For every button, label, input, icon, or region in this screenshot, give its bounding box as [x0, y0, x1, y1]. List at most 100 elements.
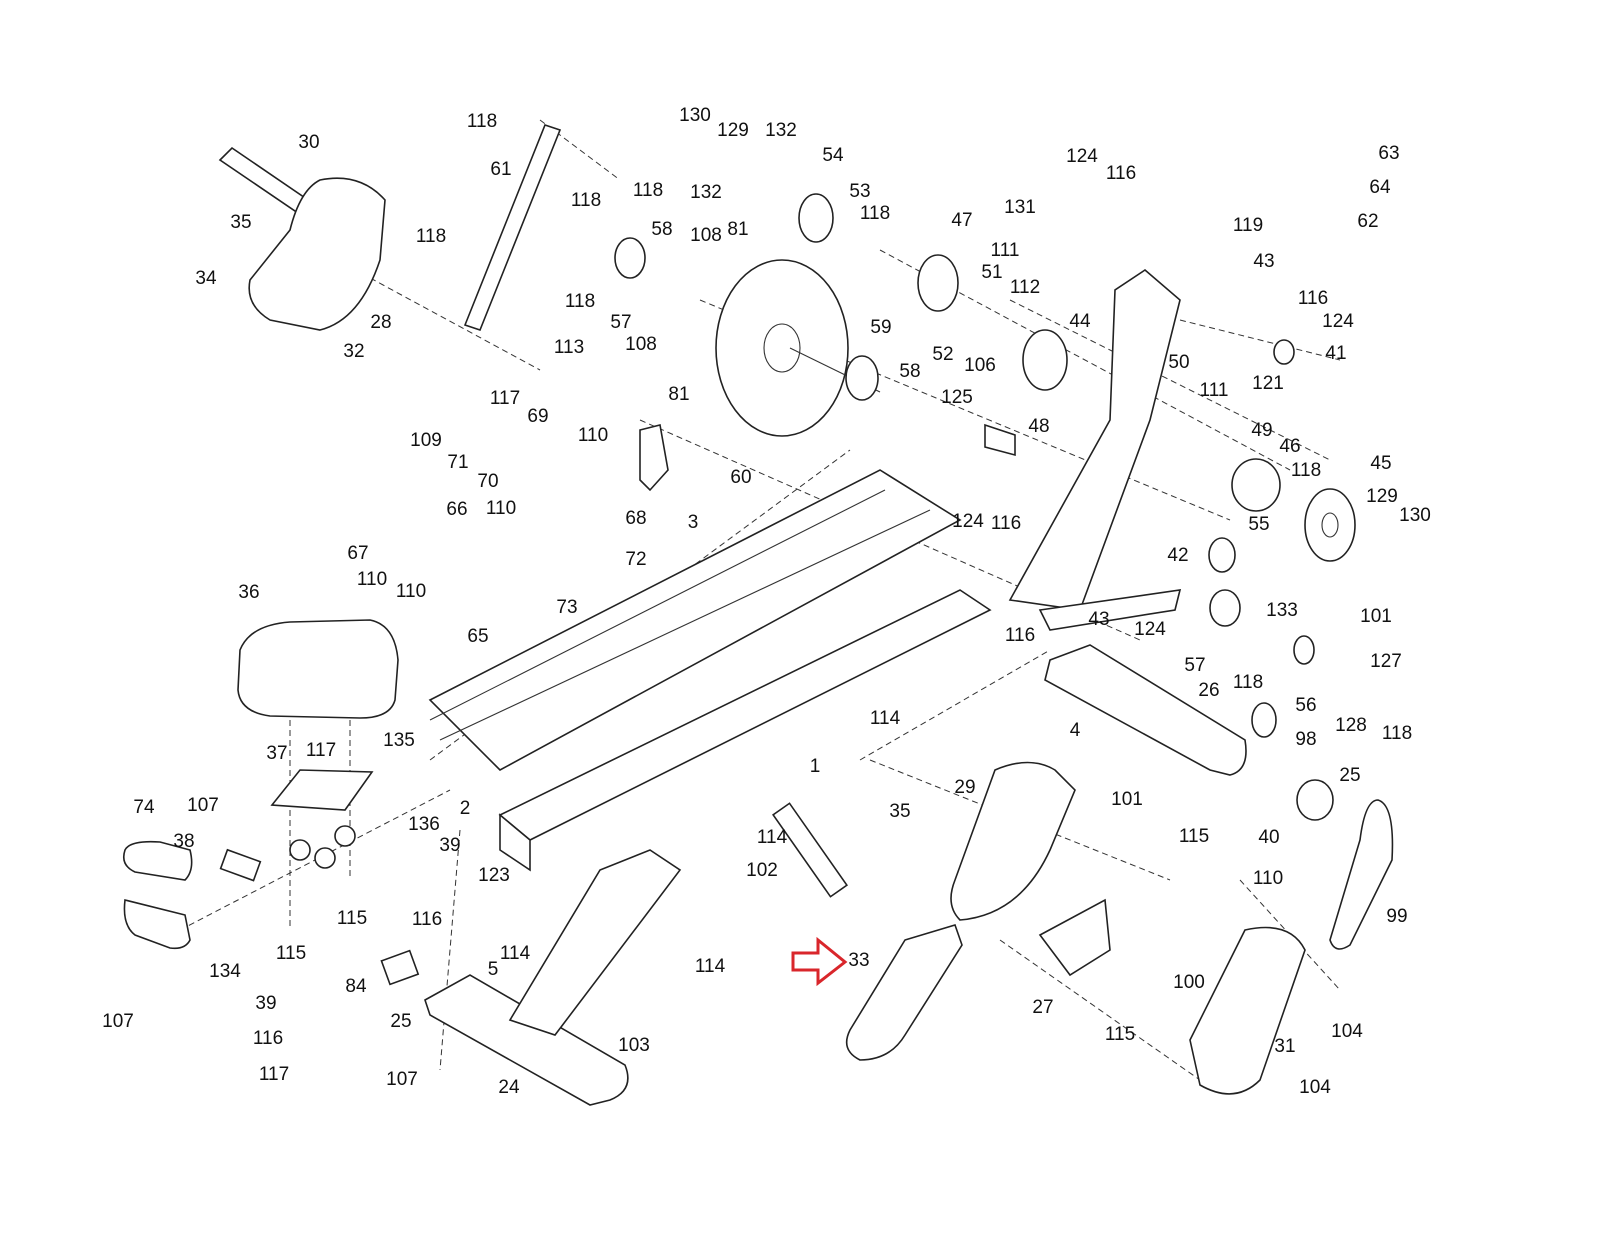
part-label-106: 106: [964, 355, 996, 376]
part-label-48: 48: [1028, 416, 1049, 437]
part-label-56: 56: [1295, 695, 1316, 716]
bracket-27: [1038, 898, 1111, 977]
part-label-107: 107: [102, 1011, 134, 1032]
part-label-71: 71: [447, 452, 468, 473]
part-label-84: 84: [345, 976, 367, 997]
part-label-129: 129: [717, 120, 749, 141]
part-label-117: 117: [259, 1064, 289, 1085]
part-label-116: 116: [1106, 163, 1136, 184]
part-label-45: 45: [1370, 453, 1391, 474]
part-label-116: 116: [991, 513, 1021, 534]
part-label-114: 114: [757, 827, 788, 848]
cover-31: [1189, 926, 1306, 1095]
bearing-plate-57b: [1209, 589, 1241, 627]
part-label-132: 132: [765, 120, 797, 141]
part-label-61: 61: [490, 159, 511, 180]
part-label-124: 124: [1134, 619, 1166, 640]
front-leg-part: [508, 849, 682, 1036]
part-label-46: 46: [1279, 436, 1300, 457]
part-label-117: 117: [306, 740, 336, 761]
part-label-115: 115: [1105, 1024, 1135, 1045]
bearing-plate-57: [614, 237, 646, 279]
pulley-45: [1304, 488, 1356, 562]
part-label-33: 33: [848, 950, 869, 971]
part-label-118: 118: [571, 190, 601, 211]
part-label-44: 44: [1069, 311, 1091, 332]
part-label-38: 38: [173, 831, 194, 852]
footplate-29: [950, 761, 1076, 921]
part-label-114: 114: [500, 943, 531, 964]
part-label-99: 99: [1386, 906, 1407, 927]
part-label-108: 108: [690, 225, 722, 246]
part-label-108: 108: [625, 334, 657, 355]
part-label-129: 129: [1366, 486, 1398, 507]
part-label-66: 66: [446, 499, 467, 520]
pulley-48: [1022, 329, 1068, 391]
part-label-65: 65: [467, 626, 488, 647]
part-label-40: 40: [1258, 827, 1279, 848]
pedal-25: [380, 949, 420, 986]
strap-33: [845, 924, 963, 1061]
part-label-35: 35: [230, 212, 251, 233]
part-label-107: 107: [386, 1069, 418, 1090]
part-label-110: 110: [1253, 868, 1283, 889]
bracket-part: [123, 899, 191, 950]
roller-25: [1296, 779, 1334, 821]
part-label-70: 70: [477, 471, 498, 492]
part-label-60: 60: [730, 467, 751, 488]
part-label-2: 2: [460, 798, 471, 819]
part-label-68: 68: [625, 508, 646, 529]
part-label-118: 118: [1291, 460, 1321, 481]
part-label-121: 121: [1252, 373, 1284, 394]
roller-wheels: [289, 825, 356, 869]
part-label-54: 54: [822, 145, 844, 166]
part-label-39: 39: [439, 835, 460, 856]
part-label-42: 42: [1167, 545, 1188, 566]
part-label-115: 115: [1179, 826, 1209, 847]
part-label-117: 117: [490, 388, 520, 409]
bearing-plate-46: [1231, 458, 1281, 512]
part-label-98: 98: [1295, 729, 1316, 750]
part-label-110: 110: [357, 569, 387, 590]
part-label-114: 114: [695, 956, 726, 977]
part-label-131: 131: [1004, 197, 1036, 218]
part-label-47: 47: [951, 210, 972, 231]
part-label-81: 81: [727, 219, 748, 240]
part-label-74: 74: [133, 797, 155, 818]
idler-41: [1273, 339, 1295, 365]
part-label-73: 73: [556, 597, 577, 618]
part-label-100: 100: [1173, 972, 1205, 993]
part-label-32: 32: [343, 341, 364, 362]
front-stabilizer-part: [424, 974, 629, 1106]
roller-26: [1251, 702, 1277, 738]
rear-stabilizer-part: [1044, 644, 1247, 776]
part-label-31: 31: [1274, 1036, 1295, 1057]
part-label-118: 118: [1382, 723, 1412, 744]
flange-59: [845, 355, 879, 401]
part-label-26: 26: [1198, 680, 1219, 701]
part-label-29: 29: [954, 777, 975, 798]
part-label-59: 59: [870, 317, 891, 338]
part-label-4: 4: [1070, 720, 1081, 741]
part-label-113: 113: [554, 337, 584, 358]
part-label-69: 69: [527, 406, 548, 427]
part-label-134: 134: [209, 961, 241, 982]
part-label-43: 43: [1253, 251, 1274, 272]
part-label-72: 72: [625, 549, 646, 570]
part-label-52: 52: [932, 344, 953, 365]
part-label-34: 34: [195, 268, 217, 289]
part-label-27: 27: [1032, 997, 1053, 1018]
part-label-104: 104: [1331, 1021, 1363, 1042]
part-label-1: 1: [810, 756, 821, 777]
part-label-36: 36: [238, 582, 259, 603]
part-label-119: 119: [1233, 215, 1263, 236]
bracket-38: [219, 848, 262, 882]
idler-55: [1208, 537, 1236, 573]
part-label-116: 116: [1005, 625, 1035, 646]
part-label-127: 127: [1370, 651, 1402, 672]
part-label-118: 118: [1233, 672, 1263, 693]
part-label-62: 62: [1357, 211, 1378, 232]
part-label-118: 118: [633, 180, 663, 201]
